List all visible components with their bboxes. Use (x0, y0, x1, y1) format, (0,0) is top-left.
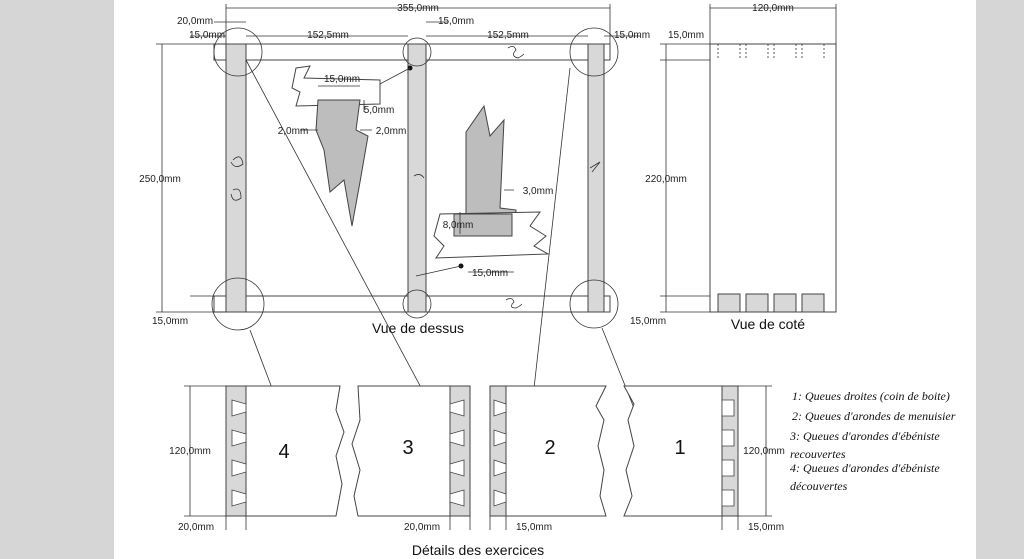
callout-lines (379, 67, 462, 277)
detail-board-4 (225, 385, 345, 517)
side-hidden-lines (717, 44, 825, 60)
dim-lines-lap (459, 189, 514, 273)
details: 4 3 2 1 120,0mm 120,0mm 20,0mm 20,0mm 15… (169, 385, 956, 558)
dim-lap-width: 15,0mm (472, 268, 508, 279)
legend-line-6: découvertes (790, 479, 848, 493)
dim-line-detail-left (184, 385, 226, 517)
exercise-number-4: 4 (278, 441, 289, 463)
dim-detail-right-h: 120,0mm (743, 446, 785, 457)
dim-center-thick: 15,0mm (438, 16, 474, 27)
lap-piece-b (453, 213, 513, 237)
legend-line-3: 3: Queues d'arondes d'ébéniste (789, 429, 940, 443)
dim-gap-right: 2,0mm (376, 126, 407, 137)
detail-2-pins (489, 385, 507, 517)
dim-left-thick: 15,0mm (189, 30, 225, 41)
grain-marks (230, 46, 525, 201)
exercise-number-3: 3 (402, 437, 413, 459)
side-view: 120,0mm 15,0mm 220,0mm 15,0mm Vue de cot… (630, 3, 837, 332)
dim-lines-top (190, 21, 640, 37)
right-upright (587, 43, 605, 313)
dim-line-side-width (709, 4, 837, 44)
dim-side-height: 220,0mm (645, 174, 687, 185)
side-board (709, 43, 837, 313)
drawing-sheet: 355,0mm 20,0mm 15,0mm 152,5mm 15,0mm 152… (114, 0, 976, 559)
dim-detail-left-h: 120,0mm (169, 446, 211, 457)
dim-height-top: 250,0mm (139, 174, 181, 185)
dim-side-bottom: 15,0mm (630, 316, 666, 327)
dim-line-side-height (660, 43, 710, 313)
dim-lap-a: 3,0mm (523, 186, 554, 197)
dim-side-top: 15,0mm (668, 30, 704, 41)
detail-3-tails (449, 399, 465, 507)
left-upright (225, 43, 247, 313)
leader-3 (245, 59, 434, 411)
dim-gap-left: 2,0mm (278, 126, 309, 137)
leader-2 (531, 67, 571, 407)
dim-overall-width: 355,0mm (397, 3, 439, 14)
side-slot-1 (717, 293, 741, 313)
side-slot-2 (745, 293, 769, 313)
dim-side-width: 120,0mm (752, 3, 794, 14)
detail-3-pins (449, 385, 471, 517)
view-title-top: Vue de dessus (372, 320, 464, 336)
dim-bottom-thick: 15,0mm (152, 316, 188, 327)
dim-span-left: 152,5mm (307, 30, 349, 41)
dim-span-right: 152,5mm (487, 30, 529, 41)
grain-marks-2 (413, 161, 601, 309)
legend-line-5: 4: Queues d'arondes d'ébéniste (790, 461, 940, 475)
detail-circle-center-bottom (402, 289, 432, 319)
detail-1-fingers (721, 399, 735, 507)
dim-lap-b: 8,0mm (443, 220, 474, 231)
dim-tail-depth: 5,0mm (364, 105, 395, 116)
side-slot-4 (801, 293, 825, 313)
detail-circle-center-top (402, 37, 432, 67)
view-title-side: Vue de coté (731, 316, 805, 332)
dim-line-overall (225, 4, 611, 44)
tail-piece-a (315, 99, 369, 227)
exercise-number-1: 1 (674, 437, 685, 459)
side-slot-3 (773, 293, 797, 313)
detail-4-pins (225, 385, 247, 517)
detail-circle-2 (569, 27, 619, 77)
dim-line-height (156, 43, 226, 313)
legend-line-2: 2: Queues d'arondes de menuisier (792, 409, 956, 423)
view-title-details: Détails des exercices (412, 542, 544, 558)
detail-4-tails (231, 399, 247, 507)
dim-left-offset: 20,0mm (177, 16, 213, 27)
detail-circle-1 (569, 279, 619, 329)
detail-1-pins (721, 385, 739, 517)
dim-detail-b2: 20,0mm (404, 522, 440, 533)
dim-right-thick: 15,0mm (614, 30, 650, 41)
dim-lines-tail (300, 85, 372, 131)
dim-line-detail-ticks (225, 516, 739, 530)
dim-detail-b1: 20,0mm (178, 522, 214, 533)
dim-line-detail-right (738, 385, 772, 517)
detail-circle-3 (213, 27, 263, 77)
legend-line-4: recouvertes (790, 447, 846, 461)
legend-line-1: 1: Queues droites (coin de boite) (792, 389, 950, 403)
detail-board-2 (489, 385, 607, 517)
legend: 1: Queues droites (coin de boite) 2: Que… (789, 389, 956, 493)
top-view: 355,0mm 20,0mm 15,0mm 152,5mm 15,0mm 152… (139, 3, 650, 436)
dim-detail-b4: 15,0mm (748, 522, 784, 533)
technical-drawing: 355,0mm 20,0mm 15,0mm 152,5mm 15,0mm 152… (139, 3, 956, 558)
exercise-number-2: 2 (544, 437, 555, 459)
center-upright (407, 43, 427, 313)
dim-tail-width: 15,0mm (324, 74, 360, 85)
dim-detail-b3: 15,0mm (516, 522, 552, 533)
detail-circle-4 (211, 277, 265, 331)
detail-2-tails (493, 399, 507, 507)
